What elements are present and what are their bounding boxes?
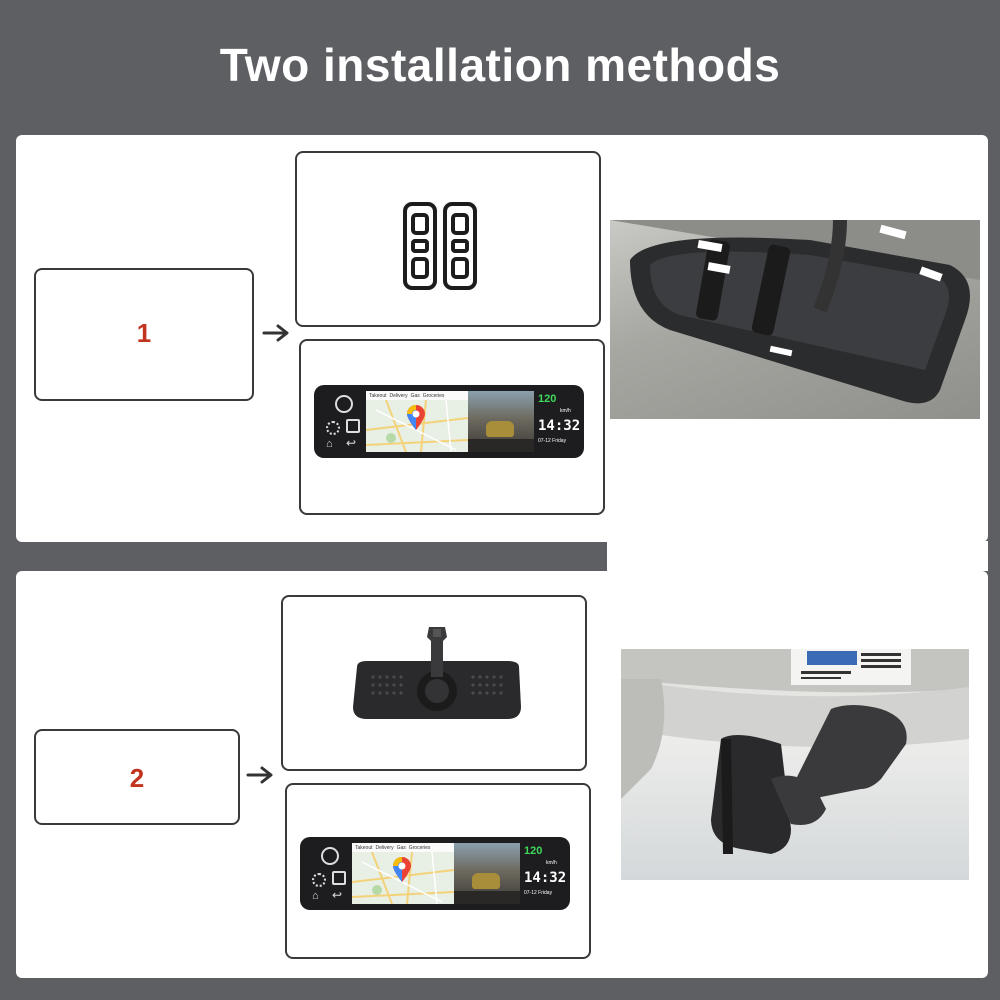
dashboard-edge: [454, 891, 520, 904]
home-icon[interactable]: ⌂: [312, 890, 319, 902]
mirror-controls: ⌂ ↩: [320, 391, 366, 452]
dashboard-edge: [468, 439, 534, 452]
white-gap: [607, 541, 988, 571]
method-1-panel: 1 ⌂ ↩: [16, 135, 988, 542]
mirror-device-box: ⌂ ↩ Takeout Delivery Gas Groceries: [285, 783, 591, 959]
speed-value: 120: [524, 845, 543, 857]
bracket-mount-icon: [353, 627, 521, 719]
menu-item[interactable]: Gas: [410, 392, 420, 399]
menu-item[interactable]: Delivery: [375, 844, 394, 851]
strap-mirror-illustration: [610, 220, 980, 404]
rubber-straps-icon: [403, 202, 477, 290]
map-view[interactable]: Takeout Delivery Gas Groceries: [366, 391, 468, 452]
menu-item[interactable]: Takeout: [355, 844, 373, 851]
back-icon[interactable]: ↩: [332, 888, 343, 902]
info-panel: 120 km/h 14:32 07-12 Friday: [536, 391, 580, 452]
record-icon[interactable]: [332, 871, 346, 885]
camera-view: [468, 391, 534, 452]
menu-item[interactable]: Delivery: [389, 392, 408, 399]
speed-value: 120: [538, 393, 557, 405]
arrow-right-icon: [262, 324, 289, 342]
menu-item[interactable]: Takeout: [369, 392, 387, 399]
bracket-accessory-box: [281, 595, 587, 771]
method-1-number: 1: [136, 318, 152, 348]
clock-time: 14:32: [524, 870, 567, 886]
bracket-installation-photo: [621, 649, 969, 880]
map-menu: Takeout Delivery Gas Groceries: [352, 843, 454, 852]
camera-icon[interactable]: [335, 395, 353, 413]
home-icon[interactable]: ⌂: [326, 438, 333, 450]
camera-view: [454, 843, 520, 904]
info-panel: 120 km/h 14:32 07-12 Friday: [522, 843, 566, 904]
back-icon[interactable]: ↩: [346, 436, 357, 450]
map-pin-icon: [407, 405, 425, 430]
strap-accessory-box: [295, 151, 601, 327]
mirror-device: ⌂ ↩ Takeout Delivery Gas Groceries: [314, 385, 584, 458]
mirror-device: ⌂ ↩ Takeout Delivery Gas Groceries: [300, 837, 570, 910]
method-1-number-box: 1: [34, 268, 254, 401]
map-pin-icon: [393, 857, 411, 882]
map-view[interactable]: Takeout Delivery Gas Groceries: [352, 843, 454, 904]
strap-installation-photo: [610, 220, 980, 419]
speed-unit: km/h: [560, 408, 571, 414]
car-in-view: [472, 873, 500, 889]
arrow-right-icon: [246, 766, 273, 784]
map-menu: Takeout Delivery Gas Groceries: [366, 391, 468, 400]
speed-unit: km/h: [546, 860, 557, 866]
clock-date: 07-12 Friday: [524, 890, 553, 896]
menu-item[interactable]: Gas: [396, 844, 406, 851]
page-title: Two installation methods: [219, 39, 781, 91]
record-icon[interactable]: [346, 419, 360, 433]
menu-item[interactable]: Groceries: [408, 844, 431, 851]
clock-time: 14:32: [538, 418, 581, 434]
gear-icon[interactable]: [326, 421, 340, 435]
method-2-number-box: 2: [34, 729, 240, 825]
method-2-panel: 2 ⌂: [16, 571, 988, 978]
mirror-device-box: ⌂ ↩ Takeout Delivery Gas Groceries: [299, 339, 605, 515]
car-in-view: [486, 421, 514, 437]
camera-icon[interactable]: [321, 847, 339, 865]
menu-item[interactable]: Groceries: [422, 392, 445, 399]
gear-icon[interactable]: [312, 873, 326, 887]
clock-date: 07-12 Friday: [538, 438, 567, 444]
mirror-controls: ⌂ ↩: [306, 843, 352, 904]
bracket-mirror-illustration: [621, 649, 969, 854]
method-2-number: 2: [129, 763, 145, 793]
